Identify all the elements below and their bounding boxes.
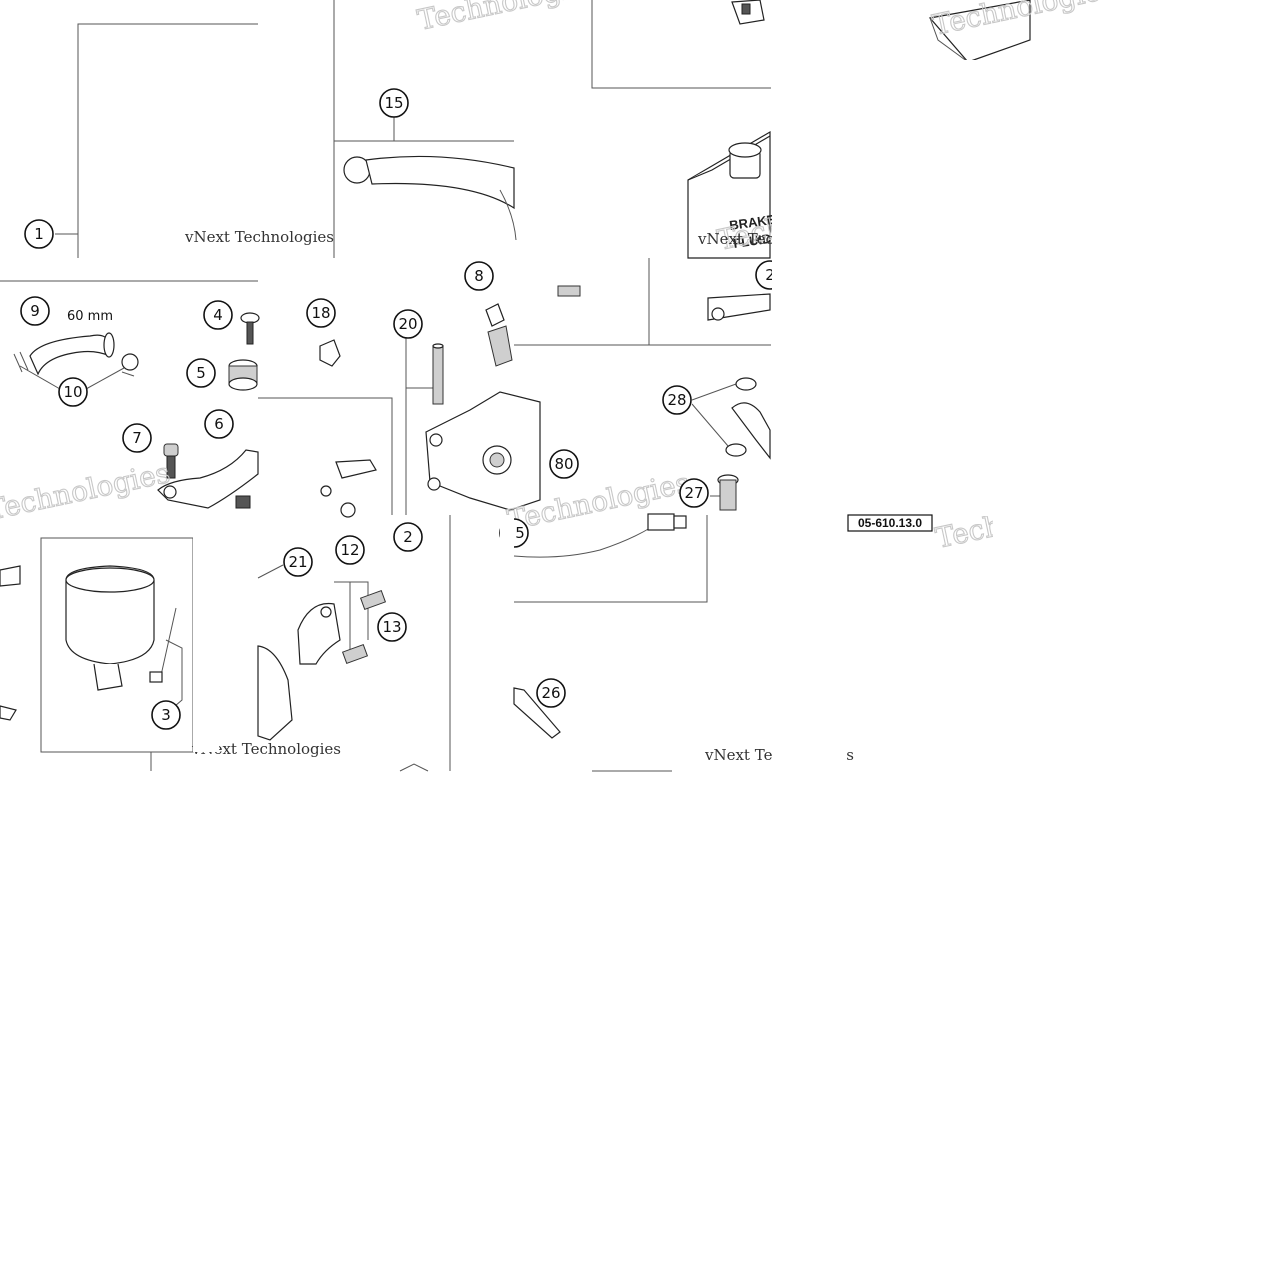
callout-label-7: 7 [132, 429, 142, 447]
callout-label-4: 4 [213, 306, 223, 324]
watermark-technologies-1: Technologies [415, 0, 603, 37]
callout-label-80: 80 [554, 455, 573, 473]
callout-label-15: 15 [384, 94, 403, 112]
brake-lever [343, 155, 517, 241]
callout-26: 26 [536, 678, 566, 708]
callout-7: 7 [122, 423, 152, 453]
master-cylinder [425, 391, 541, 511]
can-label-line-2: FLUID [732, 231, 772, 251]
callout-label-12: 12 [340, 541, 359, 559]
callout-label-9: 9 [30, 302, 40, 320]
hose-part-26 [513, 687, 561, 739]
callout-27: 27 [679, 478, 709, 508]
callout-label-26: 26 [541, 684, 560, 702]
callout-13: 13 [377, 612, 407, 642]
bolt-part-7 [163, 443, 179, 479]
can-label-line-1: BRAKE [728, 212, 776, 233]
callout-1: 1 [24, 219, 54, 249]
callout-18: 18 [306, 298, 336, 328]
bolt-top [731, 0, 765, 25]
clamp-part-10 [121, 353, 139, 377]
screw-part-4 [240, 312, 260, 345]
hose-fitting-top [707, 293, 771, 321]
callout-12: 12 [335, 535, 365, 565]
clamp-bolts-part-13 [341, 589, 387, 665]
callout-label-8: 8 [474, 267, 484, 285]
callout-80: 80 [549, 449, 579, 479]
callout-9: 9 [20, 296, 50, 326]
bleed-nipple-part-8 [485, 303, 513, 367]
callout-6: 6 [204, 409, 234, 439]
left-partial-parts [0, 565, 21, 721]
callout-label-2: 2 [403, 528, 413, 546]
spring [557, 285, 581, 297]
drawing-code-box: 05-610.13.0 [847, 514, 933, 532]
callout-label-27: 27 [684, 484, 703, 502]
callout-10: 10 [58, 377, 88, 407]
callout-label-1: 1 [34, 225, 44, 243]
callout-8: 8 [464, 261, 494, 291]
grommet-part-5 [228, 359, 258, 391]
callout-label-20: 20 [398, 315, 417, 333]
callout-label-28: 28 [667, 391, 686, 409]
callout-label-5: 5 [196, 364, 206, 382]
bracket-part-6 [157, 449, 259, 509]
callout-5: 5 [186, 358, 216, 388]
hose-part-9 [13, 332, 115, 376]
callout-20: 20 [393, 309, 423, 339]
handlebar-clamp-part-12 [297, 602, 341, 665]
callout-label-3: 3 [161, 706, 171, 724]
dimension-note: 60 mm [67, 309, 113, 324]
bottom-marker [399, 763, 429, 772]
callout-label-partial-5: 5 [515, 524, 525, 542]
watermark-vnext-3: vNext Technologies [191, 740, 341, 758]
reservoir-part-3 [65, 565, 177, 691]
callout-label-21: 21 [288, 553, 307, 571]
callout-label-13: 13 [382, 618, 401, 636]
housing-part-21 [257, 645, 293, 741]
callout-3: 3 [151, 700, 181, 730]
pin-part-20 [432, 343, 444, 405]
edge-mask-left [500, 515, 514, 551]
callout-15: 15 [379, 88, 409, 118]
callout-28: 28 [662, 385, 692, 415]
connector-pieces [235, 459, 377, 518]
watermark-vnext-1: vNext Technologies [184, 228, 334, 246]
top-right-box [928, 0, 1031, 63]
drawing-code: 05-610.13.0 [858, 516, 922, 530]
brake-fluid-can: BRAKE FLUID [687, 130, 777, 259]
callout-4: 4 [203, 300, 233, 330]
callout-2: 2 [393, 522, 423, 552]
edge-mask-right [772, 258, 802, 298]
banjo-fitting-part-28 [725, 377, 771, 460]
banjo-bolt-part-27 [717, 474, 739, 511]
brake-switch-cable [513, 513, 687, 558]
callout-label-18: 18 [311, 304, 330, 322]
tile-masks [0, 60, 1285, 1285]
callout-label-partial-2: 2 [765, 266, 775, 284]
watermark-technologies-3: Technologies [0, 456, 173, 527]
callout-label-6: 6 [214, 415, 224, 433]
cap-part-18 [319, 339, 341, 367]
callout-21: 21 [283, 547, 313, 577]
callout-label-10: 10 [63, 383, 82, 401]
